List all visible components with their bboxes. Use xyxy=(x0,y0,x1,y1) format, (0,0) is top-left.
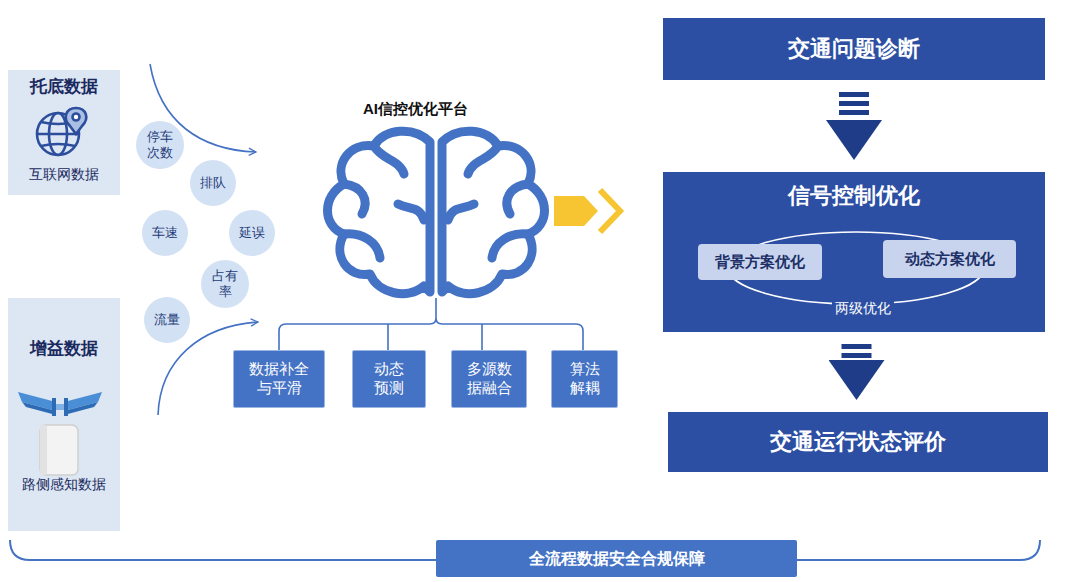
function-box: 算法解耦 xyxy=(551,350,618,408)
bracket xyxy=(279,298,583,350)
panel-text: 增益数据 xyxy=(8,338,120,359)
node-text: 排队 xyxy=(200,175,226,191)
method-box: 动态方案优化 xyxy=(883,240,1016,278)
node-text: 算法解耦 xyxy=(569,360,601,398)
node-text: 背景方案优化 xyxy=(715,253,805,272)
camera-icon xyxy=(18,392,102,416)
data-panel: 增益数据路侧感知数据 xyxy=(8,298,120,531)
panel-ground xyxy=(8,70,120,195)
group-label: 两级优化 xyxy=(832,300,894,318)
metric-circle: 占有率 xyxy=(201,260,249,308)
yellow-arrow xyxy=(554,190,620,232)
method-box: 背景方案优化 xyxy=(698,244,822,280)
node-text: 占有率 xyxy=(211,268,239,301)
sensor-device xyxy=(40,425,78,475)
node-text: 数据补全与平滑 xyxy=(248,360,310,398)
node-text: 全流程数据安全合规保障 xyxy=(529,549,705,569)
function-box: 数据补全与平滑 xyxy=(233,350,325,408)
flow-arrow xyxy=(839,92,869,160)
metric-circle: 车速 xyxy=(142,210,188,256)
node-text: 交通运行状态评价 xyxy=(770,428,946,456)
panel-text: 托底数据 xyxy=(8,76,120,97)
node-text: 车速 xyxy=(152,225,178,241)
node-text: 延误 xyxy=(239,225,265,241)
guarantee-band: 全流程数据安全合规保障 xyxy=(436,540,797,577)
node-text: 信号控制优化 xyxy=(788,182,920,210)
node-text: 交通问题诊断 xyxy=(788,35,920,63)
node-text: 流量 xyxy=(154,312,180,328)
panel-text: 互联网数据 xyxy=(8,166,120,184)
platform-title: AI信控优化平台 xyxy=(360,100,471,119)
function-box: 动态预测 xyxy=(352,350,426,408)
metric-circle: 延误 xyxy=(229,210,275,256)
process-box: 交通运行状态评价 xyxy=(668,412,1048,472)
node-text: 动态方案优化 xyxy=(905,250,995,269)
panel-text: 路侧感知数据 xyxy=(8,476,120,494)
metric-circle: 流量 xyxy=(144,297,190,343)
node-text: 多源数据融合 xyxy=(466,360,513,398)
metric-circle: 排队 xyxy=(190,160,236,206)
data-panel: 托底数据互联网数据 xyxy=(8,70,120,195)
process-box: 交通问题诊断 xyxy=(663,18,1045,80)
node-text: 停车次数 xyxy=(146,129,174,162)
brain-icon xyxy=(328,131,545,293)
panel-ground xyxy=(8,298,120,531)
metric-circle: 停车次数 xyxy=(136,121,184,169)
node-text: 动态预测 xyxy=(373,360,405,398)
flow-arrow xyxy=(842,344,872,400)
function-box: 多源数据融合 xyxy=(451,350,527,408)
globe-icon xyxy=(37,108,86,155)
